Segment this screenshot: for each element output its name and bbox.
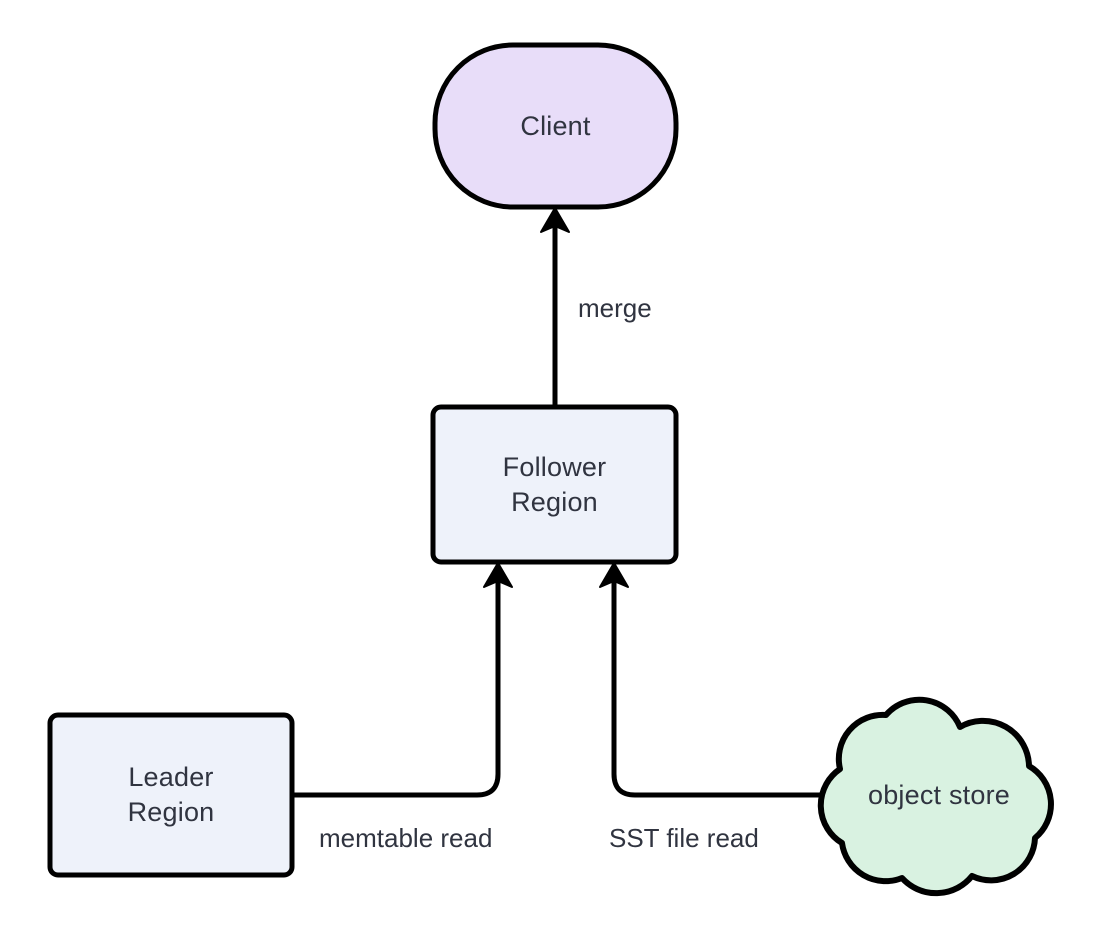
arrowhead-follower-right: [599, 562, 629, 588]
edge-label-merge: merge: [575, 292, 655, 326]
node-object-store-shape[interactable]: [817, 696, 1054, 897]
edge-label-memtable-read: memtable read: [316, 822, 496, 856]
node-leader-region-shape[interactable]: [47, 712, 295, 878]
edge-leader-to-follower: [292, 562, 513, 798]
edge-line-sst-file-read: [611, 577, 830, 798]
node-client-shape[interactable]: [432, 42, 679, 210]
arrowhead-follower-left: [483, 562, 513, 588]
edge-objectstore-to-follower: [599, 562, 830, 798]
edge-label-sst-file-read: SST file read: [606, 822, 762, 856]
arrowhead-client: [540, 207, 570, 233]
edge-line-memtable-read: [292, 577, 501, 798]
edge-follower-to-client: [540, 207, 570, 408]
node-follower-region-shape[interactable]: [430, 404, 679, 565]
